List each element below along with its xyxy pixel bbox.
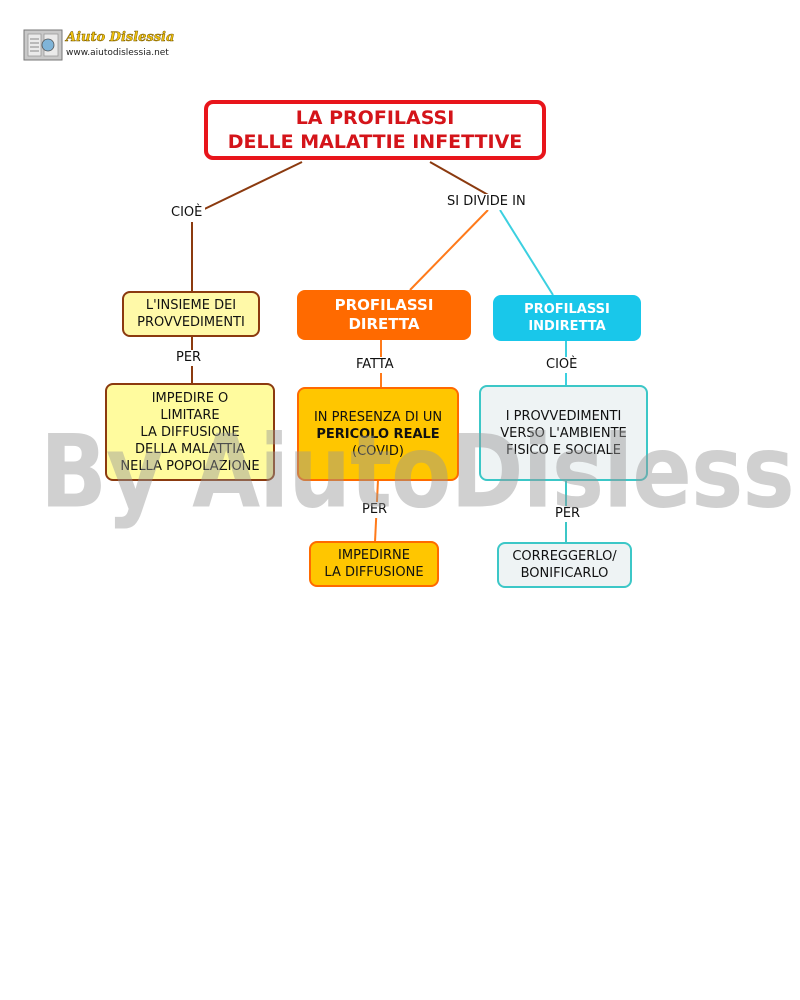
label-cioe-right: CIOÈ: [543, 357, 581, 373]
node-provvedimenti-line-2: VERSO L'AMBIENTE: [500, 425, 627, 441]
title-node: LA PROFILASSI DELLE MALATTIE INFETTIVE: [204, 100, 546, 160]
node-correggerlo-line-1: CORREGGERLO/: [512, 549, 617, 564]
node-impedirne: IMPEDIRNE LA DIFFUSIONE: [309, 541, 439, 587]
node-insieme-line-1: L'INSIEME DEI: [145, 298, 237, 313]
label-si-divide-in: SI DIVIDE IN: [444, 194, 529, 210]
node-impedire-line-1: IMPEDIRE O: [151, 390, 229, 406]
title-line-2: DELLE MALATTIE INFETTIVE: [227, 131, 523, 153]
label-cioe-left: CIOÈ: [168, 205, 206, 221]
node-presenza-line-1: IN PRESENZA DI UN: [313, 409, 443, 425]
node-impedire-limitare: IMPEDIRE O LIMITARE LA DIFFUSIONE DELLA …: [105, 383, 275, 481]
node-impedire-line-5: NELLA POPOLAZIONE: [120, 458, 260, 474]
node-i-provvedimenti: I PROVVEDIMENTI VERSO L'AMBIENTE FISICO …: [479, 385, 648, 481]
node-impedirne-line-2: LA DIFFUSIONE: [324, 565, 424, 580]
logo-brand: Aiuto Dislessia: [66, 30, 175, 46]
node-impedire-line-4: DELLA MALATTIA: [135, 441, 245, 457]
node-indiretta-line-2: INDIRETTA: [528, 319, 606, 334]
node-profilassi-indiretta: PROFILASSI INDIRETTA: [493, 295, 641, 341]
node-presenza-line-2: PERICOLO REALE: [316, 426, 440, 442]
label-per-left: PER: [173, 350, 205, 366]
node-correggerlo: CORREGGERLO/ BONIFICARLO: [497, 542, 632, 588]
node-correggerlo-line-2: BONIFICARLO: [520, 566, 609, 581]
logo: Aiuto Dislessia www.aiutodislessia.net: [22, 28, 182, 64]
node-impedirne-line-1: IMPEDIRNE: [338, 548, 410, 563]
line-sidivide-indiretta: [499, 209, 554, 296]
node-impedire-line-2: LIMITARE: [160, 407, 220, 423]
line-sidivide-diretta: [409, 209, 489, 291]
title-line-1: LA PROFILASSI: [295, 107, 455, 129]
logo-url: www.aiutodislessia.net: [66, 48, 169, 58]
line-title-cioe: [191, 161, 303, 216]
node-indiretta-line-1: PROFILASSI: [524, 302, 610, 317]
node-provvedimenti-line-1: I PROVVEDIMENTI: [505, 408, 622, 424]
node-in-presenza: IN PRESENZA DI UN PERICOLO REALE (COVID): [297, 387, 459, 481]
node-impedire-line-3: LA DIFFUSIONE: [140, 424, 240, 440]
label-per-mid: PER: [359, 502, 391, 518]
line-title-sidivide: [429, 161, 491, 197]
label-fatta: FATTA: [353, 357, 397, 373]
node-profilassi-diretta: PROFILASSI DIRETTA: [297, 290, 471, 340]
logo-book-icon: [23, 29, 63, 61]
node-insieme-line-2: PROVVEDIMENTI: [137, 315, 245, 330]
label-per-right: PER: [552, 506, 584, 522]
node-provvedimenti-line-3: FISICO E SOCIALE: [506, 442, 621, 458]
node-diretta-line-1: PROFILASSI: [334, 296, 434, 314]
node-insieme-provvedimenti: L'INSIEME DEI PROVVEDIMENTI: [122, 291, 260, 337]
node-diretta-line-2: DIRETTA: [348, 315, 420, 333]
node-presenza-line-3: (COVID): [352, 443, 404, 459]
